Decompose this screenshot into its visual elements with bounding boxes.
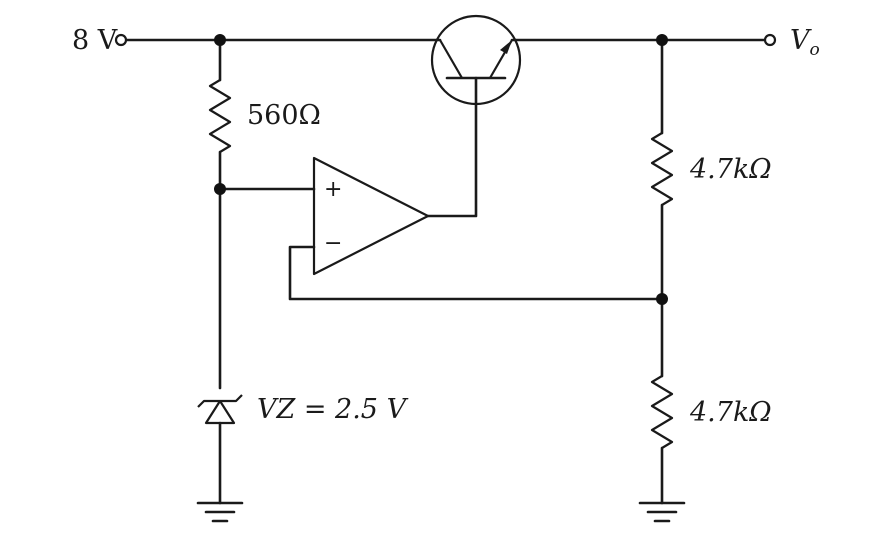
resistor-4k7-top-label: 4.7kΩ [689,154,772,185]
op-amp-minus-sign: − [324,231,342,256]
junction-dot-top-right [656,34,668,46]
feedback-wire [288,245,664,301]
transistor-collector [439,39,463,79]
transistor-circle [430,14,522,106]
transistor-emitter-arrow [500,40,512,54]
resistor-4k7-bottom-label: 4.7kΩ [689,397,772,428]
junction-dot-top-left [214,34,226,46]
zener-label: VZ = 2.5 V [257,394,409,425]
opamp-output-wire [426,76,478,218]
ground-symbol-right [638,501,686,523]
output-label-text: V [790,25,812,56]
output-label-subscript: o [810,40,820,60]
supply-label: 8 V [72,25,118,56]
op-amp-plus-sign: + [324,177,342,202]
junction-dot-noninverting [214,183,226,195]
output-terminal [763,33,777,47]
supply-terminal [114,33,128,47]
resistor-560-label: 560Ω [247,100,321,131]
junction-dot-feedback [656,293,668,305]
output-label: Vo [790,25,820,60]
resistor-4k7-top [650,132,674,206]
zener-diode [197,394,243,425]
resistor-4k7-bottom [650,375,674,449]
resistor-560 [208,79,232,153]
ground-symbol-left [196,501,244,523]
op-amp [312,156,430,276]
zener-label-text: VZ = 2.5 V [257,394,409,425]
